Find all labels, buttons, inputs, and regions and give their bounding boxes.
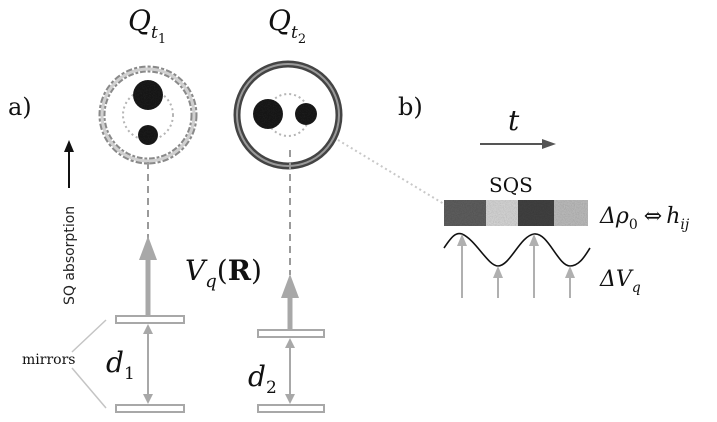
quantum-blob-large — [133, 80, 163, 110]
q-label-t2: Qt2 — [268, 4, 306, 47]
delta-v-sub: q — [632, 280, 641, 296]
q-label-t1: Qt1 — [128, 4, 166, 47]
distance-label-1-sub: 1 — [124, 364, 135, 384]
potential-arrow-1 — [139, 236, 157, 318]
wave-arrow-3 — [529, 234, 539, 298]
panel-label-b: b) — [398, 93, 423, 121]
time-arrow — [480, 139, 556, 149]
zoom-connector — [337, 139, 445, 205]
q-label-t1-sub: t — [151, 23, 158, 43]
equation-lhs: Δρ — [599, 204, 629, 229]
distance-label-1-base: d — [106, 346, 124, 379]
q-label-t2-base: Q — [268, 4, 291, 37]
mirror-bottom-1 — [115, 404, 185, 413]
potential-label-main: V — [185, 254, 208, 287]
potential-label-paren-close: ) — [251, 254, 262, 287]
cavity-ring-2 — [233, 60, 343, 170]
wave-arrow-1 — [457, 234, 467, 298]
density-equation: Δρ0 ⇔hij — [599, 204, 690, 233]
potential-label: Vq(R) — [185, 254, 262, 292]
equation-rhs: h — [666, 204, 680, 229]
sqs-band — [444, 200, 588, 226]
distance-arrow-2 — [285, 338, 295, 404]
distance-label-1: d1 — [106, 346, 135, 384]
absorption-axis — [64, 140, 74, 188]
sqs-label: SQS — [489, 173, 533, 197]
potential-label-sub: q — [205, 271, 217, 292]
mirrors-pointer-top — [71, 319, 107, 353]
equation-lhs-sub: 0 — [629, 217, 638, 233]
potential-wave — [443, 232, 591, 267]
q-label-t2-sub: t — [291, 23, 298, 43]
mirror-top-2 — [257, 329, 325, 338]
mirrors-label: mirrors — [22, 352, 75, 368]
wave-arrow-2 — [493, 266, 503, 298]
potential-label-paren-open: ( — [217, 254, 228, 287]
mirror-bottom-2 — [257, 404, 325, 413]
quantum-blob-small — [295, 103, 317, 125]
cavity-ring-1 — [98, 65, 198, 165]
delta-v-main: ΔV — [599, 267, 634, 292]
mirror-top-1 — [115, 315, 185, 324]
distance-label-2: d2 — [248, 360, 277, 398]
distance-label-2-sub: 2 — [266, 378, 277, 398]
delta-v-label: ΔVq — [599, 267, 641, 296]
distance-label-2-base: d — [248, 360, 266, 393]
distance-arrow-1 — [143, 324, 153, 404]
absorption-axis-label: SQ absorption — [62, 206, 78, 305]
quantum-blob-small — [138, 125, 158, 145]
panel-label-a: a) — [8, 93, 32, 121]
mirrors-pointer-bottom — [71, 367, 107, 409]
quantum-blob-large — [253, 99, 283, 129]
potential-label-bold: R — [228, 254, 252, 287]
time-label: t — [508, 104, 520, 137]
q-label-t2-subsub: 2 — [298, 32, 306, 47]
q-label-t1-base: Q — [128, 4, 151, 37]
q-label-t1-subsub: 1 — [158, 32, 166, 47]
wave-arrow-4 — [565, 266, 575, 298]
equation-rhs-sub: ij — [680, 217, 689, 233]
potential-arrow-2 — [281, 274, 299, 330]
equation-arrow: ⇔ — [644, 204, 662, 229]
